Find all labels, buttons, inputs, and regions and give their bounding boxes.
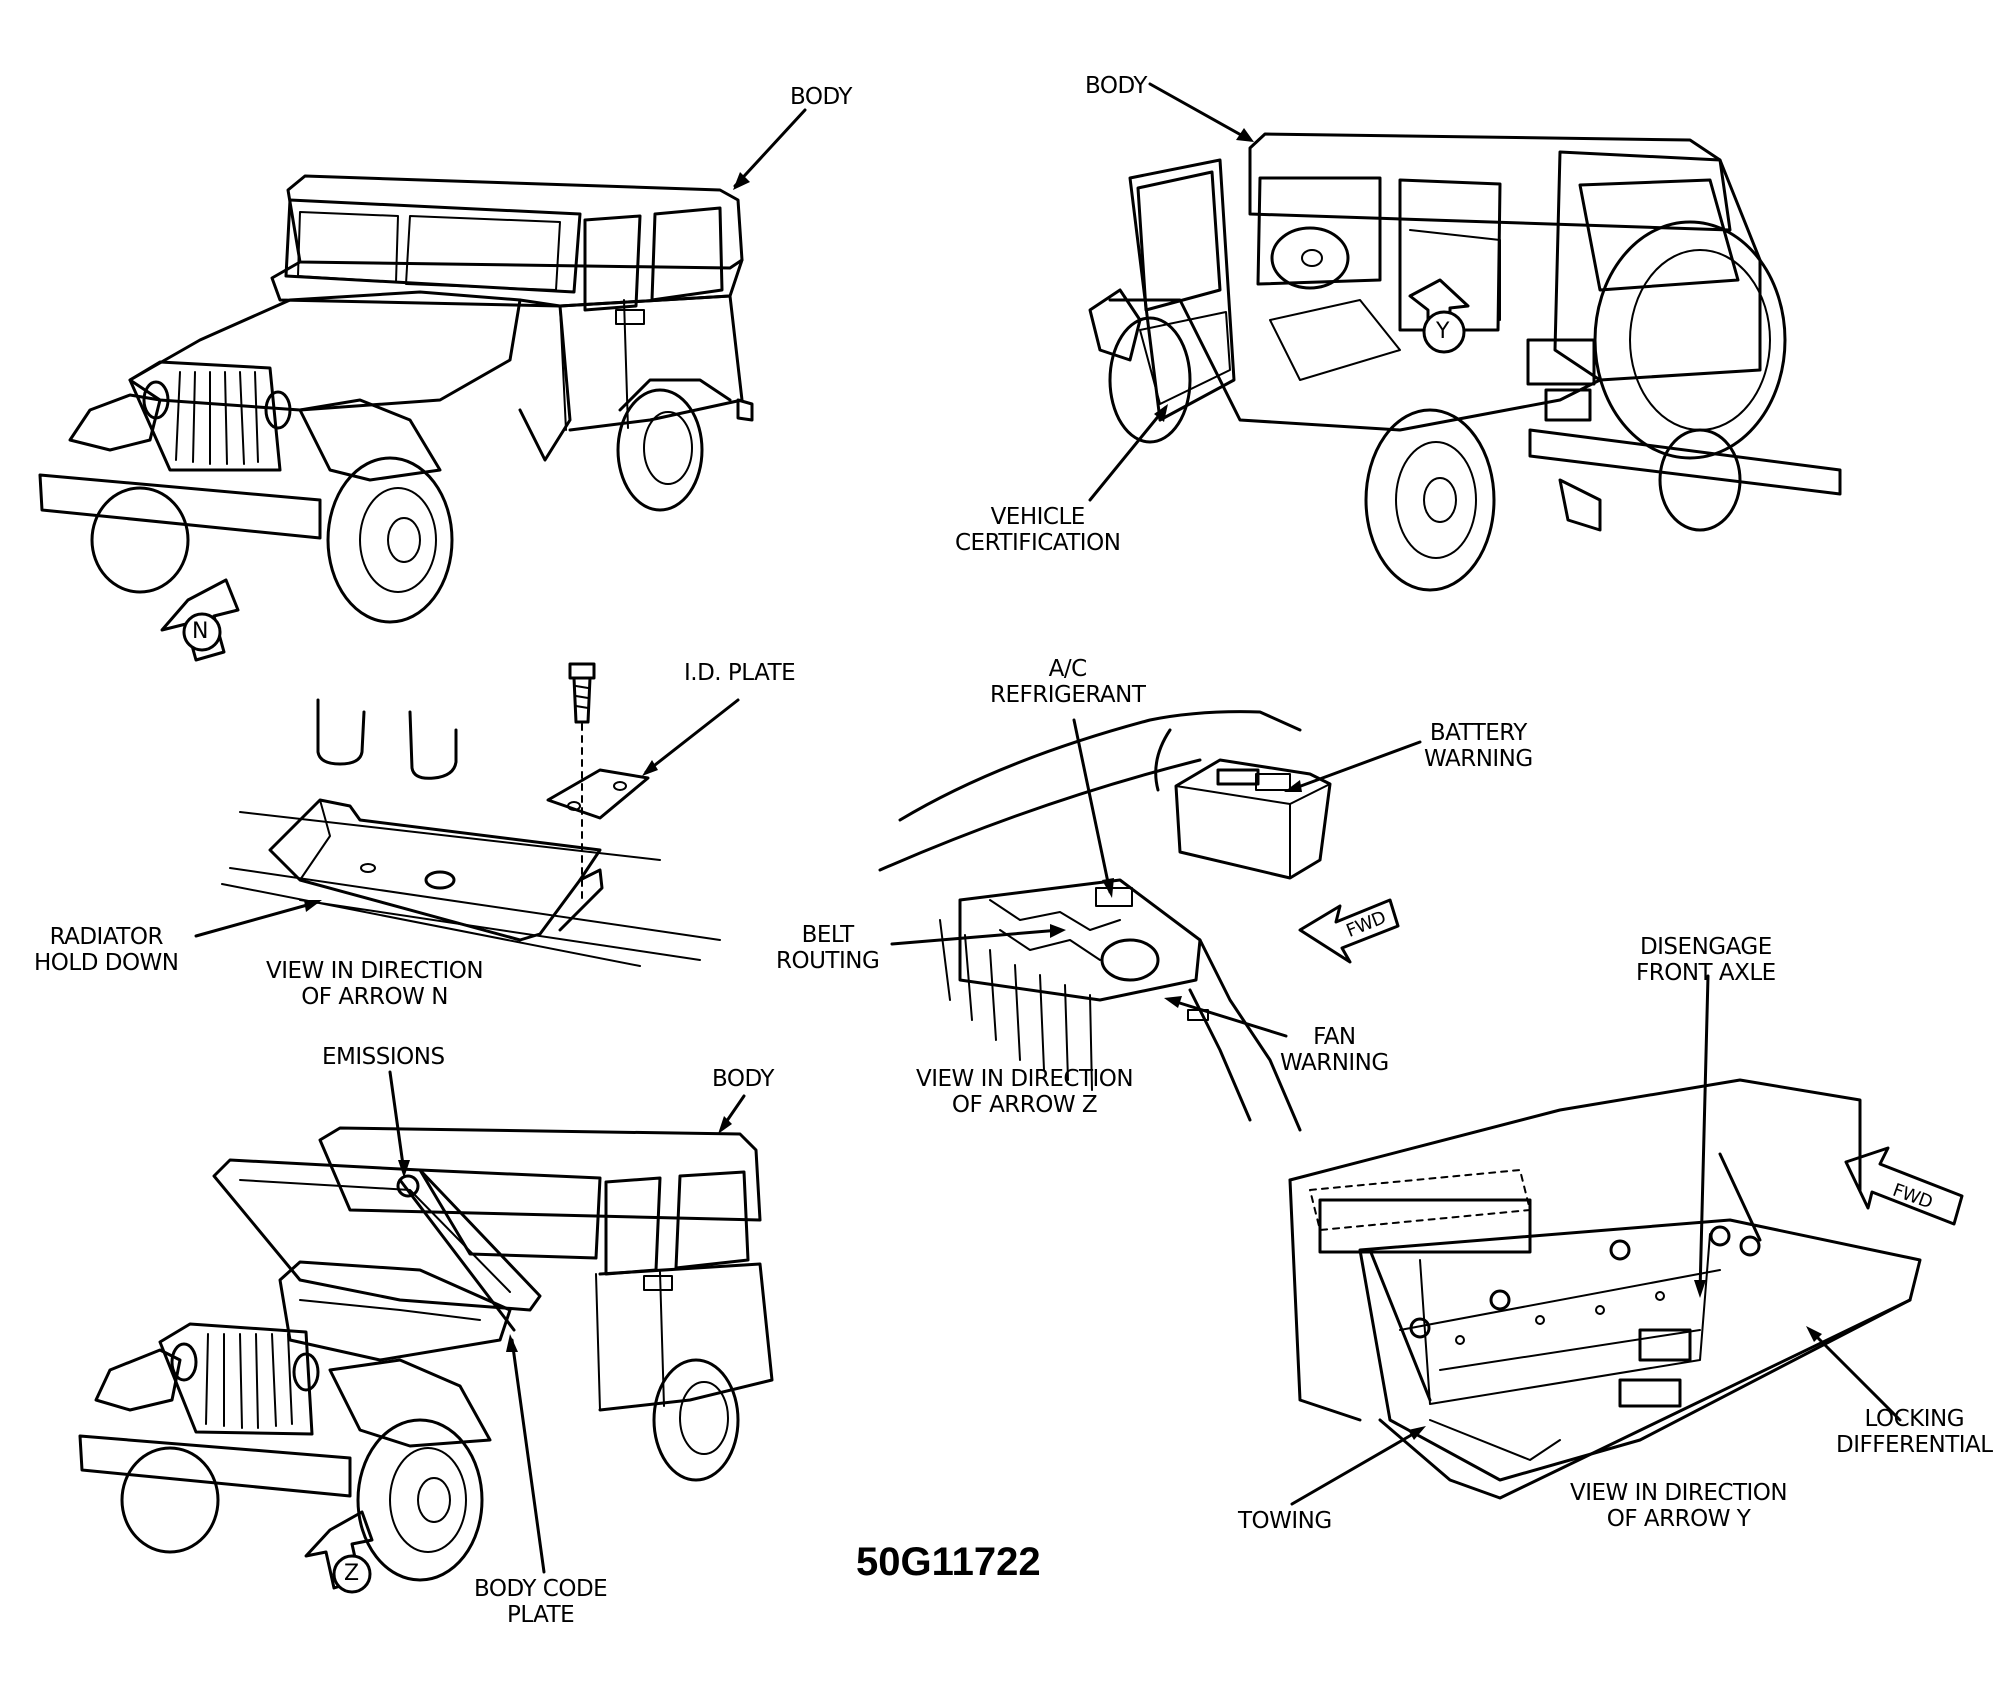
- arrow-n-letter: N: [192, 619, 208, 644]
- label-view-arrow-y: VIEW IN DIRECTION OF ARROW Y: [1570, 1480, 1788, 1532]
- label-body-code-plate: BODY CODE PLATE: [474, 1576, 608, 1628]
- arrow-y-letter: Y: [1436, 319, 1449, 344]
- label-radiator-hold-down: RADIATOR HOLD DOWN: [34, 924, 179, 976]
- radiator-detail: [194, 662, 740, 967]
- jeep-hood-open-view: [78, 1070, 774, 1594]
- jeep-rear-view: [1088, 82, 1842, 592]
- engine-bay-detail: [878, 710, 1422, 1132]
- label-ac-refrigerant: A/C REFRIGERANT: [990, 656, 1146, 708]
- label-emissions: EMISSIONS: [322, 1044, 445, 1070]
- label-view-arrow-n: VIEW IN DIRECTION OF ARROW N: [266, 958, 484, 1010]
- jeep-front-view: [38, 108, 807, 662]
- label-towing: TOWING: [1238, 1508, 1332, 1534]
- label-view-arrow-z: VIEW IN DIRECTION OF ARROW Z: [916, 1066, 1134, 1118]
- label-body-top-right: BODY: [1085, 73, 1147, 99]
- label-id-plate: I.D. PLATE: [684, 660, 796, 686]
- arrow-z-letter: Z: [344, 1561, 359, 1586]
- label-fan-warning: FAN WARNING: [1280, 1024, 1389, 1076]
- glovebox-detail: [1288, 974, 1964, 1506]
- label-vehicle-certification: VEHICLE CERTIFICATION: [955, 504, 1121, 556]
- label-disengage-front-axle: DISENGAGE FRONT AXLE: [1636, 934, 1776, 986]
- label-battery-warning: BATTERY WARNING: [1424, 720, 1533, 772]
- label-body-top-left: BODY: [790, 84, 852, 110]
- label-locking-differential: LOCKING DIFFERENTIAL: [1836, 1406, 1993, 1458]
- label-belt-routing: BELT ROUTING: [776, 922, 880, 974]
- label-body-bottom-left: BODY: [712, 1066, 774, 1092]
- figure-code: 50G11722: [856, 1540, 1041, 1584]
